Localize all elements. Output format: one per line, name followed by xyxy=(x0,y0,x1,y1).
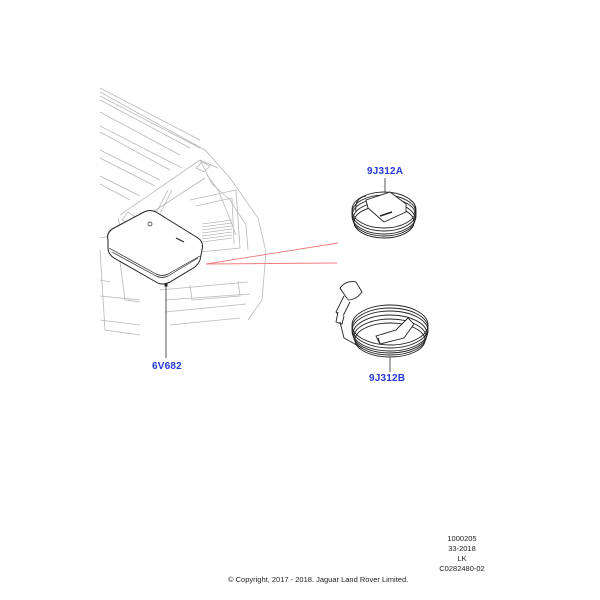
callout-6V682[interactable]: 6V682 xyxy=(152,361,182,372)
copyright-notice: © Copyright, 2017 - 2018. Jaguar Land Ro… xyxy=(228,575,409,584)
callout-9J312A[interactable]: 9J312A xyxy=(367,166,404,177)
reference-lines xyxy=(205,242,339,265)
drawing-number: 1000205 xyxy=(447,534,477,543)
charging-cable-a-illustration xyxy=(351,191,417,239)
storage-case-illustration xyxy=(107,210,203,285)
drawing-date-code: 33-2018 xyxy=(448,544,476,553)
leader-line-6V682 xyxy=(164,283,168,358)
callout-9J312B[interactable]: 9J312B xyxy=(369,373,406,384)
vehicle-rear-illustration xyxy=(99,87,267,336)
drawing-metadata: 1000205 33-2018 LK C0282480-02 xyxy=(430,534,494,574)
charging-cable-b-illustration xyxy=(335,281,429,358)
drawing-region-code: LK xyxy=(457,554,467,563)
drawing-reference: C0282480-02 xyxy=(439,564,485,573)
